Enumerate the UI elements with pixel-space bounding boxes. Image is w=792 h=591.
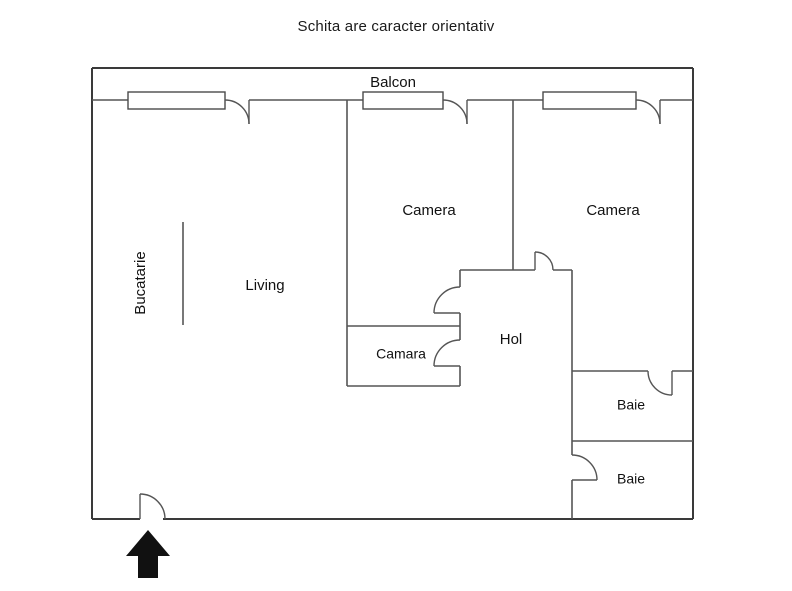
room-label-hol: Hol bbox=[500, 331, 523, 348]
room-label-baie-lower: Baie bbox=[617, 471, 645, 487]
camara-walls bbox=[347, 325, 460, 387]
room-label-camera-left: Camera bbox=[402, 202, 456, 219]
entrance-arrow bbox=[126, 530, 170, 578]
window-middle bbox=[362, 91, 444, 110]
room-label-camera-right: Camera bbox=[586, 202, 640, 219]
entrance-door-icon bbox=[139, 493, 166, 520]
window-right bbox=[542, 91, 637, 110]
page-title: Schita are caracter orientativ bbox=[297, 18, 495, 35]
balcony-door-left-icon bbox=[224, 99, 250, 125]
room-label-balcon: Balcon bbox=[370, 74, 416, 91]
baie-walls bbox=[572, 370, 693, 442]
hol-door-north-icon bbox=[534, 251, 554, 271]
room-label-camara: Camara bbox=[376, 346, 426, 362]
hol-door-west-upper-icon bbox=[433, 286, 461, 314]
interior-vertical-walls bbox=[346, 100, 514, 386]
balcony-door-middle-icon bbox=[442, 99, 468, 125]
balcony-doors-group bbox=[224, 99, 661, 125]
room-label-bucatarie: Bucatarie bbox=[132, 251, 149, 314]
baie-lower-door-icon bbox=[571, 454, 598, 481]
balcony-door-right-icon bbox=[635, 99, 661, 125]
hol-doors-group bbox=[433, 251, 598, 481]
room-label-baie-upper: Baie bbox=[617, 397, 645, 413]
camara-door-icon bbox=[433, 339, 461, 367]
hol-walls bbox=[459, 269, 573, 519]
room-label-living: Living bbox=[245, 277, 284, 294]
windows-group bbox=[127, 91, 637, 110]
baie-upper-door-icon bbox=[647, 370, 673, 396]
outer-walls bbox=[91, 67, 694, 520]
window-left bbox=[127, 91, 226, 110]
